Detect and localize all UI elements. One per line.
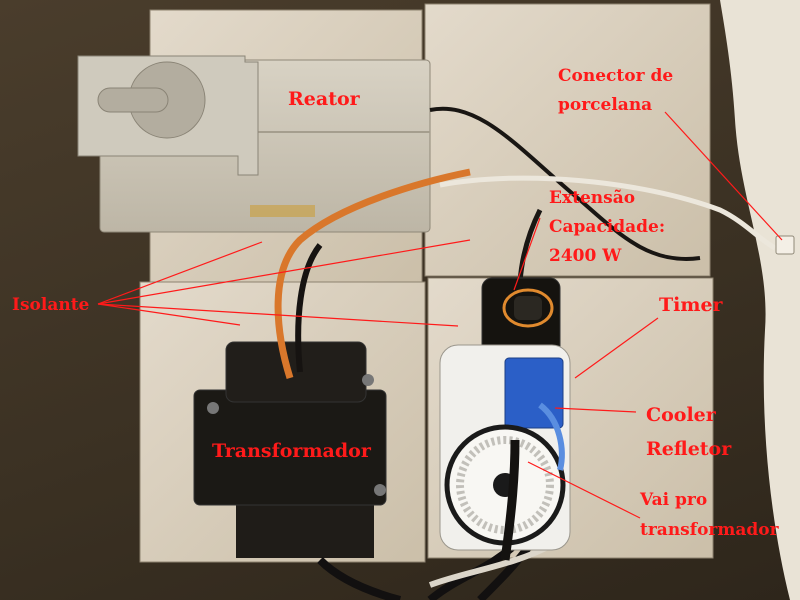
label-extensao-line2: Capacidade: bbox=[549, 217, 666, 237]
label-isolante: Isolante bbox=[12, 295, 90, 315]
black-wire-top bbox=[429, 106, 701, 261]
board-top-right bbox=[424, 3, 711, 277]
blue-cord bbox=[538, 402, 565, 471]
extension-cord bbox=[517, 208, 543, 283]
label-vai-line1: Vai pro bbox=[640, 490, 708, 510]
label-extensao-line1: Extensão bbox=[549, 188, 636, 208]
annotation-lines bbox=[97, 111, 783, 519]
label-conector-line2: porcelana bbox=[558, 95, 653, 115]
label-conector-line1: Conector de bbox=[558, 66, 674, 86]
white-wire bbox=[439, 175, 777, 251]
label-transformador: Transformador bbox=[212, 440, 371, 462]
white-cloth bbox=[720, 0, 800, 600]
label-cooler-line2: Refletor bbox=[646, 438, 732, 460]
label-reator: Reator bbox=[288, 88, 360, 110]
plug-cord bbox=[500, 439, 520, 561]
orange-wire bbox=[274, 168, 471, 380]
porcelain-connector bbox=[775, 235, 795, 255]
label-cooler-line1: Cooler bbox=[646, 404, 716, 426]
label-vai-line2: transformador bbox=[640, 520, 779, 540]
label-timer: Timer bbox=[659, 294, 723, 316]
black-wire-reator bbox=[295, 243, 323, 373]
label-extensao-line3: 2400 W bbox=[549, 246, 622, 266]
